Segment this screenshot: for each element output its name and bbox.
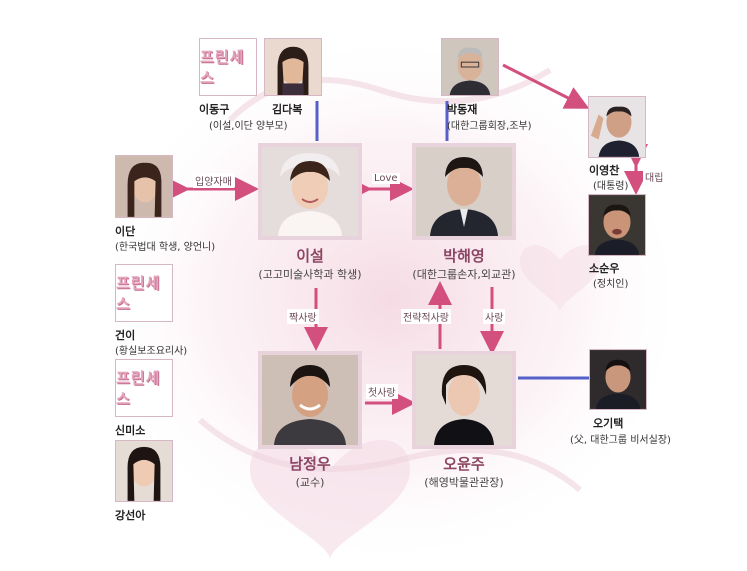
photo-lee-dan [115, 155, 173, 218]
name-so-sun-woo: 소순우 [589, 260, 619, 276]
note-so-sun-woo: (정치인) [593, 275, 628, 290]
note-oh-gi-taek: (父, 대한그룹 비서실장) [570, 431, 671, 446]
parkdongjae-to-president-arrow [503, 65, 584, 106]
relation-first-love: 첫사랑 [366, 384, 398, 399]
logo-placeholder-shin-mi-so: 프린세스 [115, 359, 173, 417]
name-nam-jung-woo: 남정우 [270, 453, 350, 474]
name-oh-gi-taek: 오기택 [593, 415, 623, 431]
photo-kim-da-bok [264, 38, 322, 96]
name-kim-da-bok: 김다복 [272, 101, 302, 117]
photo-park-hae-young [412, 143, 516, 240]
photo-oh-gi-taek [589, 349, 647, 410]
logo-placeholder-lee-dong-gu: 프린세스 [199, 38, 257, 96]
note-lee-dan: (한국법대 학생, 양언니) [115, 238, 215, 253]
note-lee-young-chan: (대통령) [593, 177, 628, 192]
note-oh-yoon-ju: (해영박물관관장) [404, 474, 524, 490]
photo-nam-jung-woo [258, 351, 362, 449]
relation-love-kr: 사랑 [483, 309, 505, 324]
name-park-hae-young: 박해영 [424, 245, 504, 266]
name-geon-i: 건이 [115, 327, 135, 343]
relation-love: Love [372, 173, 400, 184]
note-park-hae-young: (대한그룹손자,외교관) [394, 266, 534, 282]
name-lee-young-chan: 이영찬 [589, 162, 619, 178]
note-nam-jung-woo: (교수) [270, 474, 350, 490]
relation-adopted-sisters: 입양자매 [193, 173, 234, 188]
photo-kang-seon-a [115, 440, 173, 502]
photo-park-dong-jae [441, 38, 499, 96]
name-park-dong-jae: 박동재 [447, 101, 477, 117]
logo-placeholder-geon-i: 프린세스 [115, 264, 173, 322]
photo-lee-young-chan [588, 96, 646, 158]
relation-strategic-love: 전략적사랑 [401, 309, 451, 324]
note-geon-i: (황실보조요리사) [115, 342, 187, 357]
name-lee-dong-gu: 이동구 [199, 101, 229, 117]
photo-so-sun-woo [588, 194, 646, 256]
name-lee-seol: 이설 [270, 245, 350, 266]
relation-one-sided-love: 짝사랑 [287, 309, 319, 324]
note-lee-dong-gu: (이설,이단 양부모) [209, 117, 288, 132]
name-lee-dan: 이단 [115, 223, 135, 239]
photo-lee-seol [258, 143, 362, 240]
note-park-dong-jae: (대한그룹회장,조부) [447, 117, 532, 132]
relation-rivals: 대립 [643, 169, 665, 184]
name-shin-mi-so: 신미소 [115, 422, 145, 438]
name-kang-seon-a: 강선아 [115, 507, 145, 523]
note-lee-seol: (고고미술사학과 학생) [240, 266, 380, 282]
name-oh-yoon-ju: 오윤주 [424, 453, 504, 474]
photo-oh-yoon-ju [412, 351, 516, 449]
